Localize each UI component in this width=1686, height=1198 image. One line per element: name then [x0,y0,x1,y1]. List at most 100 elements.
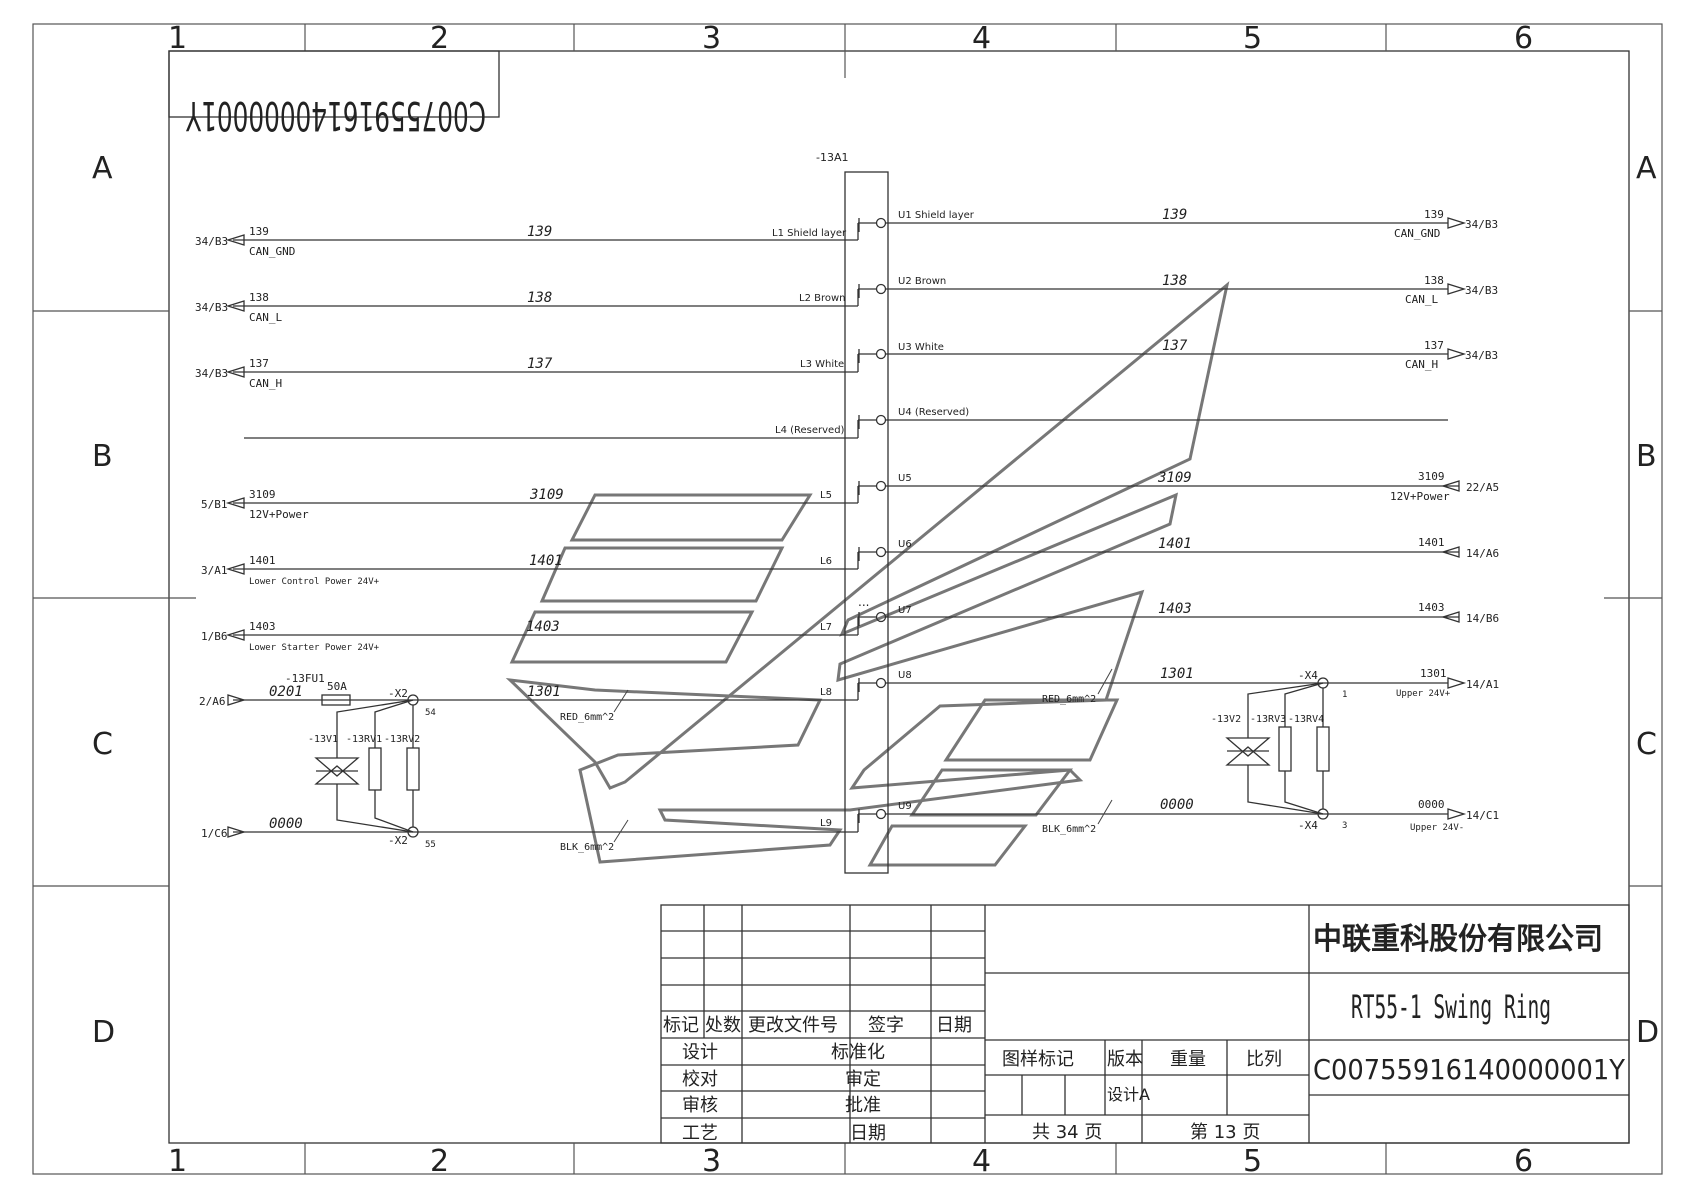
wire-number: 137 [1424,339,1444,352]
varistor-icon [1278,726,1292,772]
total-pages: 共 34 页 [1032,1122,1102,1143]
device-ref: -13A1 [816,151,849,164]
page-number: 第 13 页 [1190,1122,1260,1143]
wire-tag: 1401 [1158,536,1192,552]
wire-number: 1401 [1418,536,1445,549]
terminal-label: L7 [820,622,832,633]
rev-header: 更改文件号 [748,1015,838,1036]
wire-size: BLK_6mm^2 [560,842,614,853]
wire-number: 138 [249,291,269,304]
x2-ref: -X2 [388,687,408,700]
role-label: 工艺 [682,1123,718,1144]
varistor-icon [1316,726,1330,772]
row-letter-left: C [92,727,113,762]
terminal-label: U3 White [898,342,944,353]
wire-number: 3109 [1418,470,1445,483]
terminal-label: L5 [820,490,832,501]
col-number-bottom: 1 [168,1144,187,1179]
signal-desc: CAN_GND [249,245,295,258]
varistor-icon [368,747,382,791]
signal-desc: CAN_L [249,311,282,324]
device-dots: ... [858,595,869,609]
wire-tag: 1403 [1158,601,1192,617]
fuse-ref: -13FU1 [285,672,325,685]
signal-desc: Lower Starter Power 24V+ [249,643,380,653]
x4-ref: -X4 [1298,669,1318,682]
varistor-icon [406,747,420,791]
col-number-bottom: 6 [1514,1144,1533,1179]
wire-number: 138 [1424,274,1444,287]
xref: 34/B3 [1465,349,1498,362]
drawing-title: RT55-1 Swing Ring [1351,988,1551,1026]
row-letter-right: C [1636,727,1657,762]
wire-number: 137 [249,357,269,370]
left-terminal-labels: L1 Shield layer L2 Brown L3 White L4 (Re… [772,228,847,829]
xref: 34/B3 [1465,284,1498,297]
xref: 34/B3 [1465,218,1498,231]
arrow-right-icon [1447,348,1467,360]
terminal-row-3 [858,348,887,363]
xref: 2/A6 [199,695,226,708]
terminal-row-9 [858,808,887,823]
tvs-diode-icon [314,757,360,777]
right-wires [886,222,1459,815]
wire-tag: 138 [1162,273,1187,289]
wire-number: 1301 [1420,667,1447,680]
wire-tag: 0201 [269,684,303,700]
attr-header: 重量 [1170,1049,1206,1070]
drawing-number: C00755916140000001Y [1313,1053,1626,1086]
wire-number: 139 [249,225,269,238]
component-ref: -13RV4 [1288,714,1324,725]
wire-size: RED_6mm^2 [560,712,614,723]
role-label: 审核 [682,1095,718,1116]
wire-tag: 139 [1162,207,1187,223]
terminal-label: U9 [898,801,912,812]
row-letter-left: D [92,1015,115,1050]
x2-ref: -X2 [388,834,408,847]
xref: 22/A5 [1466,481,1499,494]
terminal-label: L1 Shield layer [772,228,847,239]
x4-ref: -X4 [1298,819,1318,832]
row-letter-left: B [92,439,113,474]
x4-pin: 1 [1342,690,1347,700]
xref: 14/C1 [1466,809,1499,822]
signal-desc: CAN_H [1405,358,1438,371]
arrow-left-icon [1440,480,1460,492]
terminal-label: U7 [898,605,912,616]
terminal-label: U2 Brown [898,276,946,287]
signal-desc: CAN_L [1405,293,1438,306]
xref: 1/C6 [201,827,228,840]
wire-tag: 137 [1162,338,1188,354]
arrow-right-icon [227,694,247,706]
col-number-top: 5 [1243,21,1262,56]
wire-tag: 0000 [269,816,303,832]
component-ref: -13V2 [1211,714,1241,725]
left-signal-labels: 34/B3 139 CAN_GND 139 34/B3 138 CAN_L 13… [195,224,564,840]
arrow-left-icon [225,234,245,246]
arrow-right-icon [227,826,247,838]
tvs-diode-icon [1225,737,1271,757]
wire-tag: 137 [527,356,553,372]
attr-header: 图样标记 [1002,1049,1074,1070]
arrow-right-icon [1447,283,1467,295]
role-label: 设计 [682,1042,718,1063]
xref: 14/B6 [1466,612,1499,625]
arrow-left-icon [225,366,245,378]
wire-number: 1403 [249,620,276,633]
x2-pin: 54 [425,708,436,718]
col-number-bottom: 2 [430,1144,449,1179]
arrow-left-icon [225,629,245,641]
role-label: 批准 [845,1095,881,1116]
terminal-row-4 [858,414,887,429]
col-number-top: 2 [430,21,449,56]
col-number-bottom: 4 [972,1144,991,1179]
x2-pin: 55 [425,840,436,850]
terminal-label: U5 [898,473,912,484]
terminal-label: U1 Shield layer [898,210,975,221]
xref: 14/A6 [1466,547,1499,560]
wire-size: BLK_6mm^2 [1042,824,1096,835]
terminal-row-8 [858,677,887,692]
col-number-top: 1 [168,21,187,56]
rev-header: 处数 [705,1015,741,1036]
xref: 3/A1 [201,564,228,577]
